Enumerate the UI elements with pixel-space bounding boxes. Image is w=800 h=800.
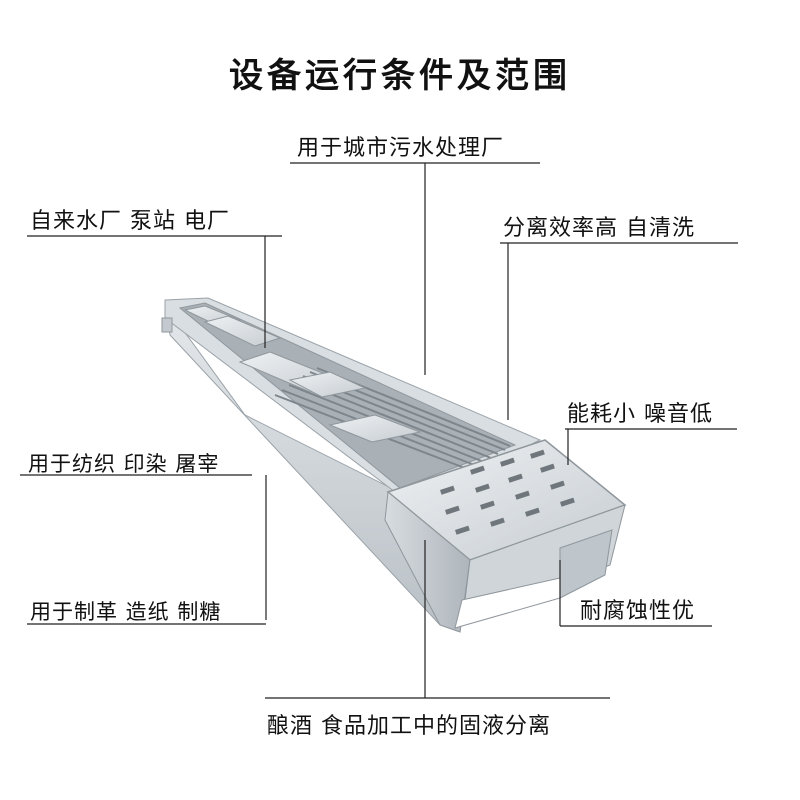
rake-plate-1 — [288, 371, 367, 398]
rake-plate-2 — [328, 414, 422, 443]
mounting-tab — [161, 317, 173, 333]
label-low-energy-noise: 能耗小 噪音低 — [567, 402, 713, 427]
label-waterworks-pump-power: 自来水厂 泵站 电厂 — [30, 209, 230, 234]
label-corrosion-resistance: 耐腐蚀性优 — [580, 599, 696, 624]
label-brewing-food-separation: 酿酒 食品加工中的固液分离 — [267, 714, 551, 739]
discharge-end-face — [384, 491, 471, 633]
upper-plate-2 — [203, 315, 282, 347]
label-efficiency-self-cleaning: 分离效率高 自清洗 — [503, 216, 695, 241]
page-title: 设备运行条件及范围 — [229, 56, 571, 96]
discharge-slots — [440, 449, 575, 535]
label-municipal-wastewater: 用于城市污水处理厂 — [297, 136, 505, 161]
label-leather-paper-sugar: 用于制革 造纸 制糖 — [30, 600, 222, 624]
label-textile-dyeing-slaughter: 用于纺织 印染 屠宰 — [28, 452, 220, 476]
